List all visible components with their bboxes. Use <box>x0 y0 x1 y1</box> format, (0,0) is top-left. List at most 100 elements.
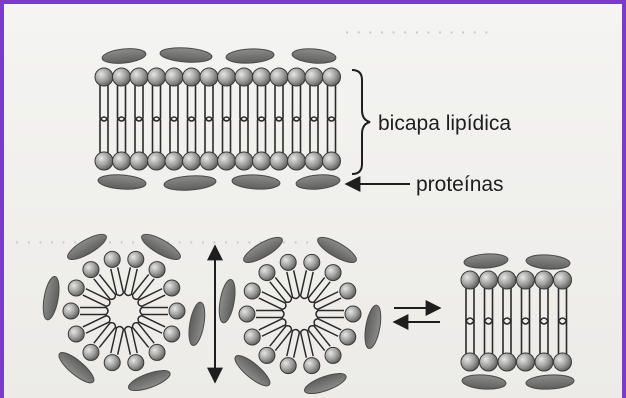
lipid-head <box>83 262 99 278</box>
lipid-head <box>149 262 165 278</box>
lipid-tail <box>293 85 301 121</box>
lipid-tail <box>188 117 196 153</box>
lipid-head <box>554 353 572 371</box>
lipid-head <box>325 265 341 281</box>
lipid-tail <box>205 117 213 153</box>
lipid-tail <box>138 316 165 334</box>
lipid-head <box>554 271 572 289</box>
bilayer-brace <box>352 70 370 174</box>
protein-blob <box>216 278 237 324</box>
lipid-tail <box>258 85 266 121</box>
protein-blob <box>464 252 509 269</box>
lipid-tail <box>328 117 336 153</box>
lipid-head <box>244 329 260 345</box>
lipid-head <box>340 329 356 345</box>
lipid-head <box>113 152 131 170</box>
lipid-head <box>200 152 218 170</box>
lipid-head <box>68 280 84 296</box>
lipid-head <box>259 347 275 363</box>
lipid-head <box>517 271 535 289</box>
lipid-head <box>104 251 120 267</box>
lipid-tail <box>259 292 286 310</box>
lipid-bilayer-small <box>461 271 572 371</box>
lipid-tail <box>83 316 110 334</box>
lipid-head <box>164 326 180 342</box>
lipid-tail <box>170 117 178 153</box>
lipid-tail <box>223 117 231 153</box>
lipid-tail <box>80 308 108 315</box>
micelle-left <box>40 230 207 395</box>
lipid-head <box>280 358 296 374</box>
lipid-head <box>288 68 306 86</box>
lipid-tail <box>275 117 283 153</box>
protein-blob <box>295 173 340 191</box>
lipid-head <box>244 283 260 299</box>
label-bilayer: bicapa lipídica <box>378 112 511 135</box>
lipid-head <box>535 271 553 289</box>
lipid-head <box>270 68 288 86</box>
lipid-tail <box>314 319 341 337</box>
lipid-head <box>253 68 271 86</box>
lipid-head <box>130 152 148 170</box>
lipid-tail <box>259 319 286 337</box>
lipid-tail <box>316 311 344 318</box>
lipid-tail <box>100 117 108 153</box>
protein-blob <box>164 174 217 192</box>
lipid-head <box>113 68 131 86</box>
micelle-right <box>216 233 383 398</box>
lipid-tail <box>310 85 318 121</box>
lipid-head <box>148 152 166 170</box>
protein-blob <box>226 48 275 64</box>
lipid-tail <box>293 117 301 153</box>
lipid-head <box>63 303 79 319</box>
lipid-head <box>183 68 201 86</box>
lipid-tail <box>170 85 178 121</box>
lipid-tail <box>328 85 336 121</box>
lipid-head <box>235 152 253 170</box>
lipid-head <box>165 152 183 170</box>
lipid-head <box>149 344 165 360</box>
lipid-head <box>235 68 253 86</box>
lipid-head <box>148 68 166 86</box>
lipid-head <box>461 353 479 371</box>
protein-blob <box>186 301 207 347</box>
lipid-head <box>535 353 553 371</box>
lipid-head <box>340 283 356 299</box>
lipid-tail <box>256 311 284 318</box>
lipid-head <box>218 68 236 86</box>
protein-blob <box>232 174 281 190</box>
lipid-head <box>280 254 296 270</box>
lipid-tail <box>223 85 231 121</box>
lipid-head <box>480 271 498 289</box>
lipid-tail <box>118 117 126 153</box>
lipid-head <box>461 271 479 289</box>
lipid-head <box>83 344 99 360</box>
lipid-tail <box>240 85 248 121</box>
lipid-head <box>323 152 341 170</box>
protein-blob <box>362 304 383 350</box>
lipid-head <box>325 347 341 363</box>
lipid-head <box>165 68 183 86</box>
lipid-head <box>345 306 361 322</box>
lipid-tail <box>205 85 213 121</box>
lipid-head <box>498 271 516 289</box>
protein-blob <box>526 253 571 270</box>
protein-blob <box>314 233 359 267</box>
lipid-head <box>305 68 323 86</box>
lipid-head <box>304 254 320 270</box>
lipid-head <box>498 353 516 371</box>
lipid-tail <box>118 85 126 121</box>
lipid-head <box>304 358 320 374</box>
protein-blob <box>64 230 109 264</box>
protein-blob <box>160 46 213 64</box>
lipid-tail <box>188 85 196 121</box>
lipid-head <box>517 353 535 371</box>
lipid-bilayer-top <box>95 68 341 170</box>
lipid-tail <box>153 117 161 153</box>
lipid-tail <box>135 85 143 121</box>
lipid-head <box>288 152 306 170</box>
protein-blob <box>138 230 183 264</box>
lipid-head <box>200 68 218 86</box>
lipid-tail <box>138 289 165 307</box>
